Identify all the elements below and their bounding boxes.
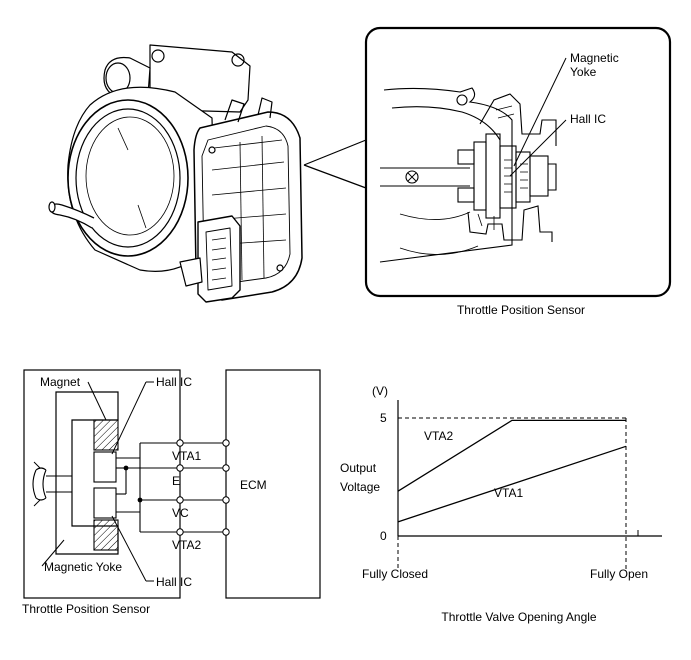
graph-xlabel: Throttle Valve Opening Angle bbox=[441, 610, 597, 624]
callout-caption: Throttle Position Sensor bbox=[457, 303, 585, 317]
graph-ylabel-line2: Voltage bbox=[340, 480, 380, 494]
rotation-shaft bbox=[32, 461, 72, 507]
graph-x-start-label: Fully Closed bbox=[362, 567, 428, 581]
series-label-vta2: VTA2 bbox=[424, 429, 453, 443]
hall-ic-bottom-label: Hall IC bbox=[156, 575, 192, 589]
output-voltage-graph: (V) 5 0 Output Voltage VTA2 VTA1 Fully C… bbox=[340, 384, 662, 624]
sensor-detail-callout: Magnetic Yoke Hall IC bbox=[364, 26, 672, 298]
terminal-vta2-label: VTA2 bbox=[172, 538, 201, 552]
graph-x-end-label: Fully Open bbox=[590, 567, 648, 581]
hall-ic-lower bbox=[93, 487, 117, 519]
throttle-body-illustration bbox=[48, 44, 303, 303]
ecm-label: ECM bbox=[240, 478, 267, 492]
magnetic-yoke-label-line1: Magnetic bbox=[570, 51, 619, 65]
sensor-cross-section bbox=[379, 87, 557, 263]
magnet-lower bbox=[93, 519, 119, 551]
magnetic-yoke-bottom-label: Magnetic Yoke bbox=[44, 560, 122, 574]
ecm-terminals bbox=[222, 439, 230, 536]
junction-dot-vc bbox=[137, 497, 143, 503]
graph-y-tick-0: 0 bbox=[380, 529, 387, 543]
circuit-leaders bbox=[41, 381, 154, 582]
graph-ylabel-line1: Output bbox=[340, 461, 377, 475]
graph-y-unit: (V) bbox=[372, 384, 388, 398]
terminal-vc-label: VC bbox=[172, 506, 189, 520]
series-label-vta1: VTA1 bbox=[494, 486, 523, 500]
terminal-e-label: E bbox=[172, 474, 180, 488]
junction-dot-e bbox=[123, 465, 129, 471]
series-line-vta1 bbox=[397, 445, 627, 523]
sensor-circuit: ECM bbox=[23, 369, 321, 599]
callout-pointer bbox=[303, 139, 367, 189]
ecm-frame bbox=[225, 369, 321, 599]
sensor-terminals bbox=[176, 439, 184, 536]
series-line-vta2 bbox=[397, 419, 626, 492]
terminal-vta1-label: VTA1 bbox=[172, 449, 201, 463]
hall-ic-upper bbox=[93, 451, 117, 483]
hall-ic-top-label: Hall IC bbox=[156, 375, 192, 389]
magnetic-yoke-label-line2: Yoke bbox=[570, 65, 597, 79]
circuit-caption: Throttle Position Sensor bbox=[22, 602, 150, 616]
magnet-upper bbox=[93, 419, 119, 451]
callout-leaders bbox=[509, 57, 567, 177]
graph-series bbox=[397, 419, 627, 523]
magnetic-yoke bbox=[55, 391, 119, 555]
graph-y-tick-5: 5 bbox=[380, 411, 387, 425]
hall-ic-label: Hall IC bbox=[570, 112, 606, 126]
magnet-label: Magnet bbox=[40, 375, 81, 389]
